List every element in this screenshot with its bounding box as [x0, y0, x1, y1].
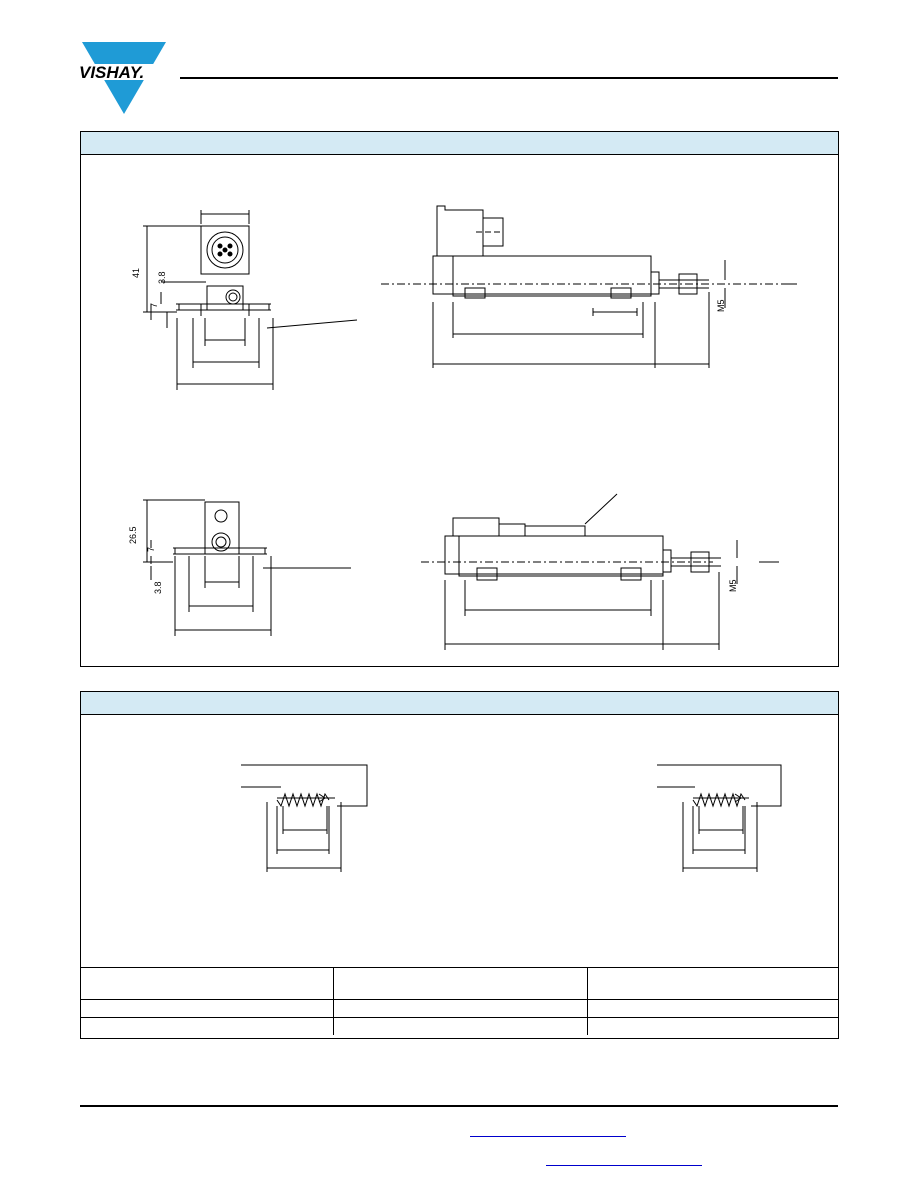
footer-link-secondary[interactable] — [546, 1153, 702, 1166]
specification-table — [81, 967, 838, 1035]
schematic-right — [657, 764, 782, 872]
dim-7-top: 7 — [149, 303, 159, 308]
table-cell — [587, 1017, 838, 1035]
dimensional-drawing: 41 3.8 7 M5 — [128, 205, 797, 650]
dim-3-8-top: 3.8 — [157, 271, 167, 284]
table-row — [81, 1017, 838, 1035]
footer-rule — [80, 1105, 838, 1107]
schematic-drawings — [241, 764, 782, 872]
end-view-compact: 26.5 7 3.8 — [128, 499, 351, 636]
dim-41: 41 — [131, 268, 141, 278]
side-view-connector: M5 — [381, 205, 797, 368]
table-cell — [81, 1017, 334, 1035]
table-cell — [587, 967, 838, 1000]
dimensions-section: 41 3.8 7 M5 — [80, 131, 839, 667]
table-cell — [333, 967, 588, 1000]
table-row — [81, 967, 838, 1000]
table-row — [81, 999, 838, 1018]
table-cell — [81, 967, 334, 1000]
table-cell — [587, 999, 838, 1018]
schematic-left — [241, 764, 368, 872]
schematic-section-header — [81, 692, 838, 715]
end-view-connector: 41 3.8 7 — [131, 210, 358, 390]
dim-m5-bottom: M5 — [728, 579, 738, 592]
schematic-section — [80, 691, 839, 1039]
dim-3-8-bottom: 3.8 — [153, 581, 163, 594]
table-cell — [333, 1017, 588, 1035]
footer-link-primary[interactable] — [470, 1124, 626, 1137]
dim-26-5: 26.5 — [128, 526, 138, 544]
logo-text: VISHAY. — [79, 63, 144, 82]
vishay-logo: VISHAY. — [78, 42, 174, 114]
dim-7-bottom: 7 — [146, 547, 156, 552]
header-rule — [180, 77, 838, 79]
dim-m5-top: M5 — [716, 299, 726, 312]
side-view-compact: M5 — [421, 493, 779, 650]
table-cell — [81, 999, 334, 1018]
table-cell — [333, 999, 588, 1018]
dimensions-section-header — [81, 132, 838, 155]
